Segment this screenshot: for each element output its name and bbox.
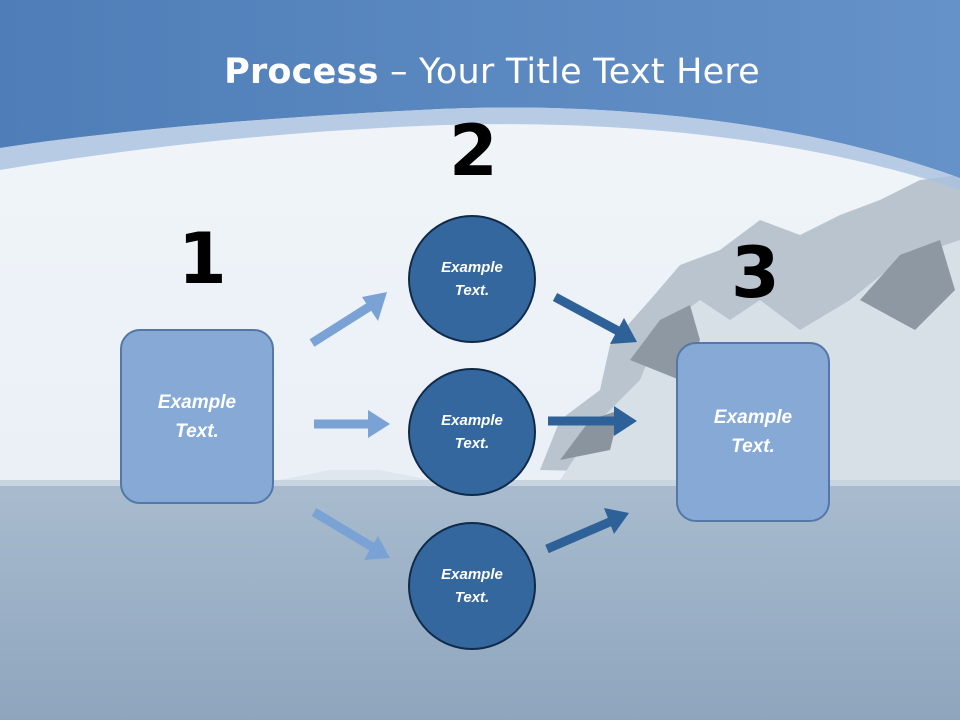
slide-title: Process – Your Title Text Here xyxy=(0,52,960,92)
circle-middle-line2: Text. xyxy=(454,435,490,452)
left-box-line2: Text. xyxy=(175,420,219,442)
step-number-1: 1 xyxy=(178,218,227,300)
right-box-line1: Example xyxy=(713,407,793,428)
circle-middle-line1: Example xyxy=(441,412,503,429)
step-number-2: 2 xyxy=(449,110,498,192)
circle-bottom: Example Text. xyxy=(408,522,536,650)
circle-top-line2: Text. xyxy=(454,282,490,299)
right-text-box: Example Text. xyxy=(676,342,830,522)
circle-top: Example Text. xyxy=(408,215,536,343)
circle-bottom-line2: Text. xyxy=(454,589,490,606)
left-text-box: Example Text. xyxy=(120,329,274,504)
title-strong: Process xyxy=(224,52,379,92)
circle-top-line1: Example xyxy=(441,259,503,276)
circle-bottom-line1: Example xyxy=(441,566,503,583)
step-number-3: 3 xyxy=(731,232,780,314)
title-rest: – Your Title Text Here xyxy=(378,52,760,92)
circle-middle: Example Text. xyxy=(408,368,536,496)
right-box-line2: Text. xyxy=(731,436,775,457)
left-box-line1: Example xyxy=(157,391,237,413)
